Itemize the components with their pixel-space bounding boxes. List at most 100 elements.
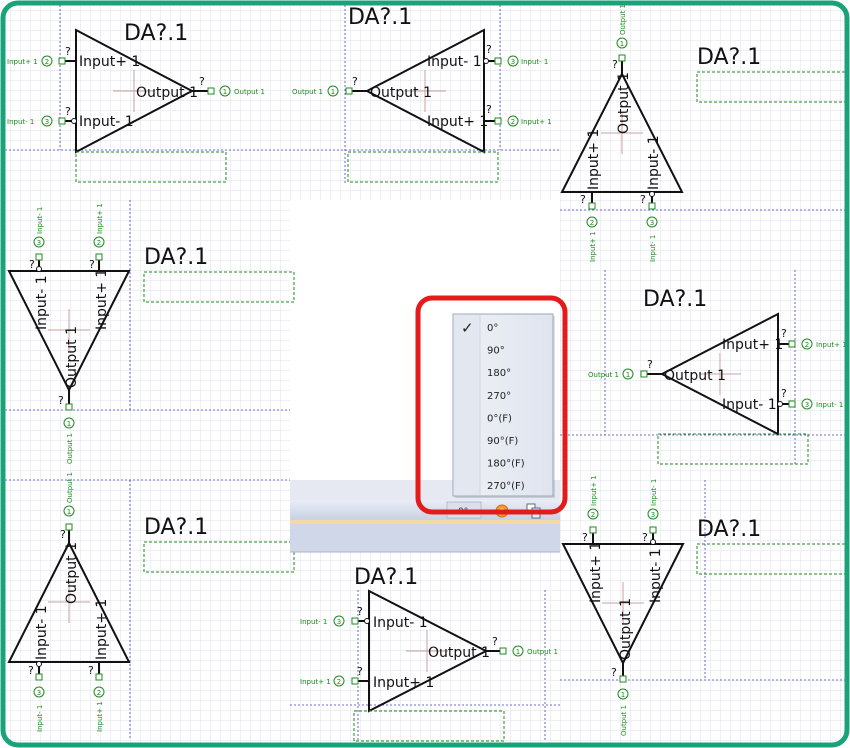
menu-item-2[interactable]: 180° bbox=[455, 361, 551, 384]
label-input-plus: Input+ 1 bbox=[373, 675, 434, 691]
menu-item-label: 270°(F) bbox=[487, 481, 525, 492]
value-field bbox=[75, 151, 227, 183]
pin-number: 2 bbox=[511, 118, 515, 126]
net-input-minus: Input- 1 bbox=[521, 58, 548, 66]
sheet-zone-lines bbox=[5, 5, 845, 740]
label-output: Output 1 bbox=[616, 72, 632, 134]
menu-item-label: 180°(F) bbox=[487, 459, 525, 470]
menu-item-1[interactable]: 90° bbox=[455, 339, 551, 362]
menu-item-4[interactable]: 0°(F) bbox=[455, 406, 551, 429]
net-input-minus: Input- 1 bbox=[7, 118, 34, 126]
label-output: Output 1 bbox=[136, 85, 198, 101]
pin-marker: ? bbox=[60, 528, 66, 541]
value-field bbox=[143, 541, 295, 573]
menu-item-0[interactable]: 0° ✓ bbox=[455, 316, 551, 339]
pin-marker: ? bbox=[486, 103, 492, 116]
net-input-plus: Input+ 1 bbox=[96, 701, 104, 732]
menu-item-7[interactable]: 270°(F) bbox=[455, 474, 551, 497]
net-input-minus: Input- 1 bbox=[816, 401, 843, 409]
designator: DA?.1 bbox=[124, 21, 188, 46]
pin-marker: ? bbox=[486, 43, 492, 56]
opamp-270deg[interactable]: Input- 1 Input+ 1 Output 1 ? ? ? 3 Input… bbox=[7, 203, 295, 464]
net-output: Output 1 bbox=[619, 4, 627, 35]
menu-item-6[interactable]: 180°(F) bbox=[455, 452, 551, 475]
pin-marker: ? bbox=[612, 58, 618, 71]
net-input-plus: Input+ 1 bbox=[7, 58, 38, 66]
designator: DA?.1 bbox=[144, 515, 208, 540]
menu-item-5[interactable]: 90°(F) bbox=[455, 429, 551, 452]
menu-item-3[interactable]: 270° bbox=[455, 384, 551, 407]
label-output: Output 1 bbox=[370, 85, 432, 101]
label-input-minus: Input- 1 bbox=[427, 54, 482, 70]
pin-marker: ? bbox=[781, 327, 787, 340]
label-output: Output 1 bbox=[64, 542, 80, 604]
pin-marker: ? bbox=[357, 665, 363, 678]
opamp-180deg-flipped[interactable]: Input- 1 Input+ 1 Output 1 ? ? ? Input- … bbox=[300, 565, 558, 742]
label-output: Output 1 bbox=[618, 598, 634, 660]
pin-number: 1 bbox=[621, 691, 625, 699]
opamp-180deg[interactable]: Input- 1 Input+ 1 Output 1 ? ? ? Output … bbox=[292, 5, 552, 183]
pin-marker: ? bbox=[611, 666, 617, 679]
rotation-menu[interactable]: 0° ✓ 90°180° 270° 0°(F) 90°(F) 180°(F) 270°(F) bbox=[452, 313, 555, 498]
value-field bbox=[657, 433, 809, 465]
designator: DA?.1 bbox=[144, 245, 208, 270]
pin-marker: ? bbox=[88, 664, 94, 677]
pin-number: 2 bbox=[591, 511, 595, 519]
designator: DA?.1 bbox=[697, 517, 761, 542]
net-input-minus: Input- 1 bbox=[649, 235, 657, 262]
pin-number: 3 bbox=[337, 618, 341, 626]
checkmark-icon: ✓ bbox=[461, 319, 474, 337]
pin-number: 2 bbox=[97, 239, 101, 247]
label-input-plus: Input+ 1 bbox=[79, 54, 140, 70]
designator: DA?.1 bbox=[348, 5, 412, 30]
label-output: Output 1 bbox=[64, 326, 80, 388]
pin-number: 1 bbox=[620, 40, 624, 48]
label-input-plus: Input+ 1 bbox=[94, 599, 110, 660]
pin-marker: ? bbox=[580, 193, 586, 206]
opamp-270deg-flipped[interactable]: Input+ 1 Input- 1 Output 1 ? ? ? 2 Input… bbox=[561, 475, 847, 736]
opamp-0deg[interactable]: Input+ 1 Input- 1 Output 1 ? ? ? Input+ … bbox=[7, 21, 265, 183]
net-output: Output 1 bbox=[66, 433, 74, 464]
pin-number: 3 bbox=[651, 511, 655, 519]
net-input-plus: Input+ 1 bbox=[589, 231, 597, 262]
pin-number: 2 bbox=[337, 678, 341, 686]
pin-marker: ? bbox=[28, 664, 34, 677]
pin-number: 1 bbox=[516, 648, 520, 656]
net-input-plus: Input+ 1 bbox=[96, 203, 104, 234]
value-field bbox=[353, 710, 505, 742]
net-input-plus: Input+ 1 bbox=[521, 118, 552, 126]
pin-marker: ? bbox=[357, 605, 363, 618]
pin-number: 3 bbox=[37, 239, 41, 247]
net-input-plus: Input+ 1 bbox=[300, 678, 331, 686]
net-input-minus: Input- 1 bbox=[36, 207, 44, 234]
pin-marker: ? bbox=[65, 45, 71, 58]
menu-item-label: 0°(F) bbox=[487, 413, 512, 424]
net-input-plus: Input+ 1 bbox=[590, 475, 598, 506]
label-input-plus: Input+ 1 bbox=[586, 129, 602, 190]
pin-number: 2 bbox=[805, 341, 809, 349]
pin-number: 3 bbox=[511, 58, 515, 66]
label-input-plus: Input+ 1 bbox=[722, 337, 783, 353]
highlight-box bbox=[415, 295, 568, 515]
opamp-90deg[interactable]: Input+ 1 Input- 1 Output 1 ? ? ? 1 Outpu… bbox=[560, 4, 847, 262]
net-output: Output 1 bbox=[620, 705, 628, 736]
net-output: Output 1 bbox=[234, 88, 265, 96]
pin-number: 3 bbox=[37, 689, 41, 697]
menu-item-label: 270° bbox=[487, 391, 511, 402]
pin-marker: ? bbox=[199, 75, 205, 88]
label-output: Output 1 bbox=[664, 368, 726, 384]
pin-marker: ? bbox=[640, 193, 646, 206]
pin-number: 1 bbox=[67, 508, 71, 516]
pin-number: 3 bbox=[805, 401, 809, 409]
pin-number: 1 bbox=[67, 420, 71, 428]
value-field bbox=[696, 71, 845, 103]
net-output: Output 1 bbox=[527, 648, 558, 656]
pin-number: 2 bbox=[45, 58, 49, 66]
menu-item-label: 0° bbox=[487, 323, 498, 334]
pin-marker: ? bbox=[58, 394, 64, 407]
opamp-90deg-flipped[interactable]: Input- 1 Input+ 1 Output 1 ? ? ? 1 Outpu… bbox=[7, 472, 295, 732]
value-field bbox=[696, 543, 845, 575]
opamp-0deg-flipped[interactable]: Input+ 1 Input- 1 Output 1 ? ? ? Output … bbox=[588, 287, 847, 465]
net-input-minus: Input- 1 bbox=[300, 618, 327, 626]
